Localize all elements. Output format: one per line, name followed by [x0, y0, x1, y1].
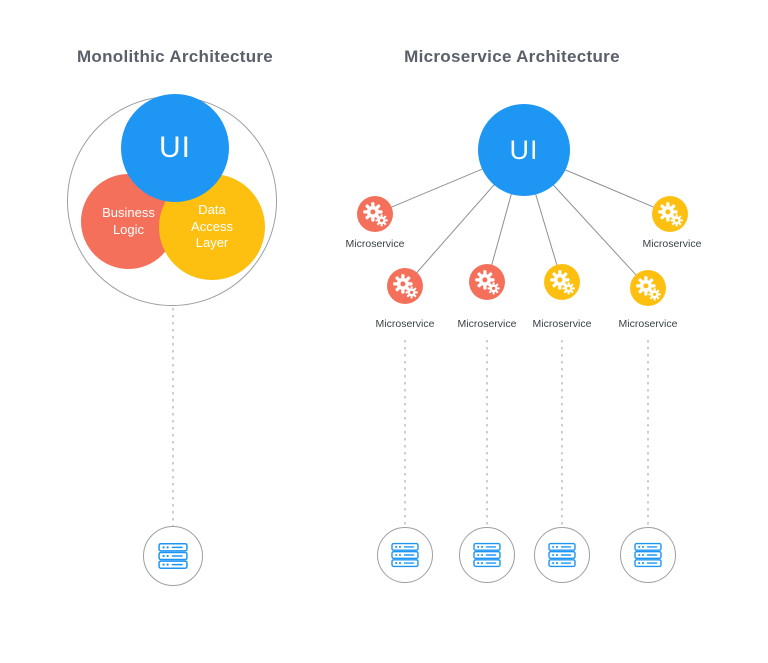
gear-icon — [657, 201, 683, 227]
microservice-label: Microservice — [642, 238, 702, 250]
microservice-label: Microservice — [457, 318, 517, 330]
microservice-label: Microservice — [618, 318, 678, 330]
microservice-label: Microservice — [532, 318, 592, 330]
monolith-ui-circle: UI — [121, 94, 229, 202]
microservice-node — [469, 264, 505, 300]
microservice-node — [387, 268, 423, 304]
gear-icon — [549, 269, 575, 295]
database-circle — [534, 527, 590, 583]
microservice-node — [652, 196, 688, 232]
data-access-layer-label: Data Access Layer — [191, 201, 233, 251]
gear-icon — [362, 201, 388, 227]
business-logic-label: Business Logic — [102, 204, 155, 237]
server-icon — [473, 542, 501, 568]
gear-icon — [635, 275, 661, 301]
server-icon — [158, 543, 188, 569]
microservice-node — [544, 264, 580, 300]
microservice-ui-label: UI — [509, 134, 539, 165]
microservice-ui-circle: UI — [478, 104, 570, 196]
database-circle — [620, 527, 676, 583]
microservice-label: Microservice — [345, 238, 405, 250]
monolithic-architecture-title: Monolithic Architecture — [76, 47, 274, 66]
server-icon — [548, 542, 576, 568]
server-icon — [634, 542, 662, 568]
database-circle — [459, 527, 515, 583]
gear-icon — [474, 269, 500, 295]
monolith-ui-label: UI — [159, 131, 191, 164]
microservice-node — [357, 196, 393, 232]
microservice-node — [630, 270, 666, 306]
microservice-architecture-title: Microservice Architecture — [404, 47, 620, 66]
microservice-label: Microservice — [375, 318, 435, 330]
server-icon — [391, 542, 419, 568]
database-circle — [377, 527, 433, 583]
database-circle — [143, 526, 203, 586]
gear-icon — [392, 273, 418, 299]
